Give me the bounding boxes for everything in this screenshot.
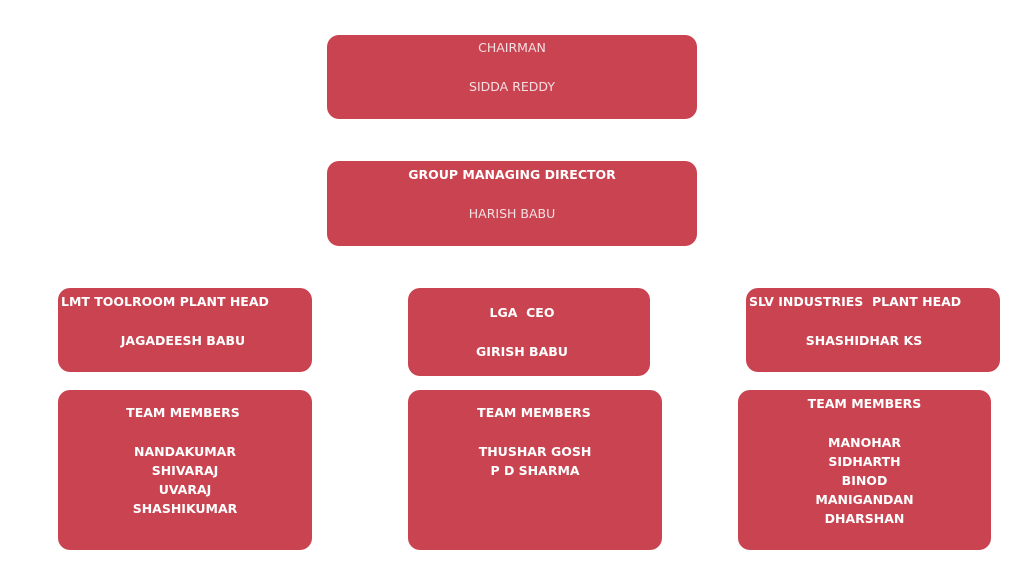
team-member: UVARAJ [158,482,212,497]
lmt-head-name: JAGADEESH BABU [120,333,246,348]
lmt-team-label: TEAM MEMBERS [126,405,240,420]
team-member: THUSHAR GOSH [478,444,592,459]
slv-team-label: TEAM MEMBERS [807,396,922,411]
chairman-name: SIDDA REDDY [469,79,555,94]
lga-title: LGA CEO [489,305,555,320]
gmd-title: GROUP MANAGING DIRECTOR [408,167,616,182]
team-member: MANIGANDAN [815,492,914,507]
team-member: P D SHARMA [490,463,580,478]
team-member: SHIVARAJ [151,463,219,478]
chairman-box: CHAIRMAN SIDDA REDDY [327,35,697,119]
chairman-title: CHAIRMAN [478,40,546,55]
gmd-box: GROUP MANAGING DIRECTOR HARISH BABU [327,161,697,246]
lmt-title: LMT TOOLROOM PLANT HEAD [61,294,269,309]
team-member: SHASHIKUMAR [132,501,238,516]
lga-team-label: TEAM MEMBERS [477,405,591,420]
slv-team-box: TEAM MEMBERS MANOHAR SIDHARTH BINOD MANI… [738,390,991,550]
team-member: SIDHARTH [828,454,901,469]
lga-head-box: LGA CEO GIRISH BABU [408,288,650,376]
gmd-name: HARISH BABU [468,206,556,221]
lmt-team-box: TEAM MEMBERS NANDAKUMAR SHIVARAJ UVARAJ … [58,390,312,550]
slv-head-name: SHASHIDHAR KS [805,333,923,348]
slv-head-box: SLV INDUSTRIES PLANT HEAD SHASHIDHAR KS [746,288,1000,372]
team-member: DHARSHAN [824,511,905,526]
team-member: MANOHAR [828,435,901,450]
team-member: NANDAKUMAR [133,444,236,459]
lmt-head-box: LMT TOOLROOM PLANT HEAD JAGADEESH BABU [58,288,312,372]
slv-title: SLV INDUSTRIES PLANT HEAD [749,294,962,309]
team-member: BINOD [841,473,888,488]
lga-head-name: GIRISH BABU [476,344,568,359]
lga-team-box: TEAM MEMBERS THUSHAR GOSH P D SHARMA [408,390,662,550]
